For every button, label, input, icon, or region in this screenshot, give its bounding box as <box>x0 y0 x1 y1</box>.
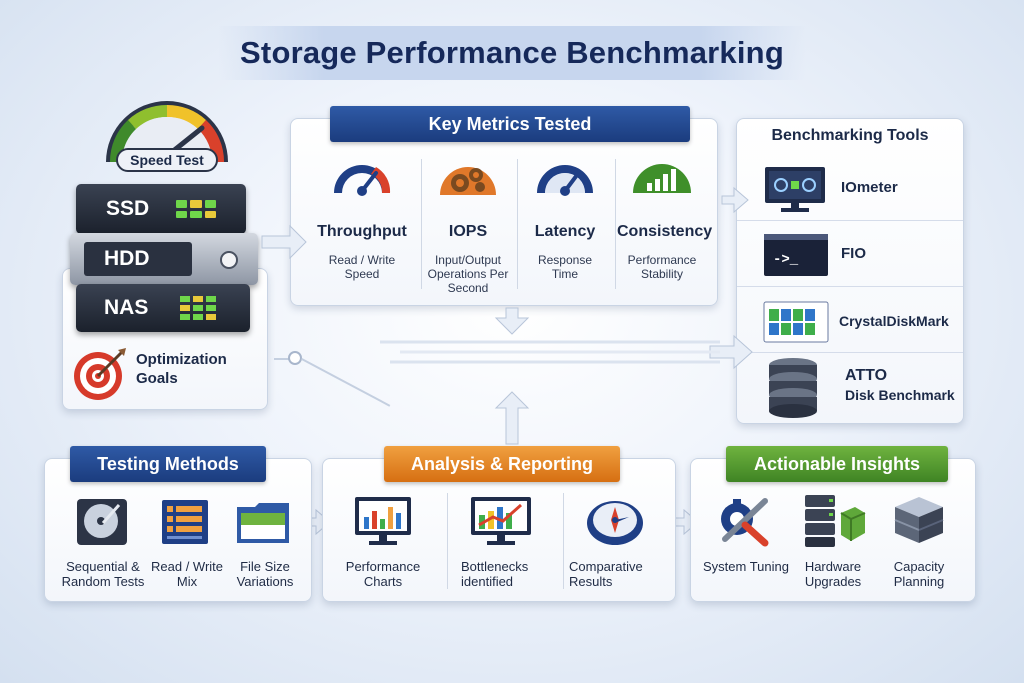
title-banner: Storage Performance Benchmarking <box>218 26 806 80</box>
list-icon <box>162 500 208 544</box>
server-upgrade-icon <box>805 495 866 547</box>
insights-item-label: Hardware Upgrades <box>804 559 862 589</box>
speed-test-label: Speed Test <box>116 148 218 172</box>
tools-heading: Benchmarking Tools <box>771 127 929 144</box>
tool-name: FIO <box>841 245 866 262</box>
testing-item-label: Read / Write Mix <box>151 559 224 589</box>
metric-desc: Performance Stability <box>627 253 697 281</box>
tool-crystaldiskmark: CrystalDiskMark <box>737 287 963 353</box>
folder-icon <box>237 503 289 543</box>
bar-gauge-icon <box>633 164 691 193</box>
testing-methods-heading: Testing Methods <box>70 446 266 482</box>
metric-name: Throughput <box>317 223 407 240</box>
connector-node <box>288 351 302 365</box>
trend-monitor-icon <box>471 497 531 545</box>
tool-fio: ->_ FIO <box>737 221 963 287</box>
metric-iops: IOPS Input/Output Operations Per Second <box>425 149 511 309</box>
tools-icon <box>721 498 769 547</box>
grid-app-icon <box>763 301 829 343</box>
ssd-drive: SSD <box>76 184 246 234</box>
metric-consistency: Consistency Performance Stability <box>617 149 713 309</box>
svg-text:->_: ->_ <box>773 252 799 268</box>
tool-name: IOmeter <box>841 179 898 196</box>
nas-status-lights <box>180 296 216 320</box>
metric-name: IOPS <box>448 223 488 240</box>
hard-disk-icon <box>77 499 127 545</box>
key-metrics-metrics-row: Throughput Read / Write Speed IOPS Input… <box>291 149 719 299</box>
insights-item-label: Capacity Planning <box>893 559 945 589</box>
testing-item-label: Sequential & Random Tests <box>61 559 145 589</box>
metric-desc: Response Time <box>537 253 593 281</box>
metric-desc: Read / Write Speed <box>328 253 396 281</box>
page-title: Storage Performance Benchmarking <box>240 35 784 70</box>
tool-name: ATTO <box>845 367 888 384</box>
analysis-item-label: Performance Charts <box>345 559 421 589</box>
tools-list: IOmeter ->_ FIO CrystalDiskMark <box>737 155 963 425</box>
hdd-label: HDD <box>104 247 150 270</box>
metric-desc: Input/Output Operations Per Second <box>427 253 509 295</box>
analysis-reporting-heading: Analysis & Reporting <box>384 446 620 482</box>
analysis-item-label: Bottlenecks identified <box>461 559 529 589</box>
analysis-reporting-panel: Performance Charts Bottlenecks identifie… <box>322 458 676 602</box>
ssd-status-lights <box>176 200 216 218</box>
tool-name-sub: Disk Benchmark <box>845 387 955 403</box>
ssd-label: SSD <box>106 197 150 220</box>
gauge-icon <box>537 165 593 196</box>
hdd-drive: HDD <box>70 233 258 285</box>
hdd-knob-icon <box>220 251 238 269</box>
metric-latency: Latency Response Time <box>519 149 611 309</box>
key-metrics-panel: Throughput Read / Write Speed IOPS Input… <box>290 118 718 306</box>
actionable-insights-panel: System Tuning Hardware Upgrades Capacity… <box>690 458 976 602</box>
cube-icon <box>894 497 944 543</box>
connector-line <box>274 358 294 360</box>
nas-drive: NAS <box>76 284 250 332</box>
actionable-insights-heading: Actionable Insights <box>726 446 948 482</box>
analysis-item-label: Comparative Results <box>569 559 643 589</box>
testing-item-label: File Size Variations <box>236 559 294 589</box>
key-metrics-heading: Key Metrics Tested <box>330 106 690 142</box>
chart-monitor-icon <box>355 497 411 545</box>
metric-name: Latency <box>534 223 596 240</box>
tool-atto: ATTO Disk Benchmark <box>737 353 963 419</box>
speed-test-gauge: Speed Test <box>98 92 236 174</box>
gears-icon <box>440 167 496 195</box>
benchmarking-tools-panel: Benchmarking Tools IOmeter ->_ FIO <box>736 118 964 424</box>
database-icon <box>769 358 817 418</box>
tool-iometer: IOmeter <box>737 155 963 221</box>
compass-icon <box>587 501 643 545</box>
target-icon <box>74 348 126 400</box>
insights-item-label: System Tuning <box>703 559 789 574</box>
nas-label: NAS <box>104 296 149 319</box>
metric-name: Consistency <box>617 223 713 240</box>
monitor-icon <box>765 167 825 212</box>
testing-methods-panel: Sequential & Random Tests Read / Write M… <box>44 458 312 602</box>
optimization-goals-label: Optimization Goals <box>136 351 227 387</box>
tool-name: CrystalDiskMark <box>839 313 949 329</box>
speedometer-icon <box>334 165 391 196</box>
terminal-icon: ->_ <box>764 234 828 276</box>
metric-throughput: Throughput Read / Write Speed <box>309 149 415 309</box>
